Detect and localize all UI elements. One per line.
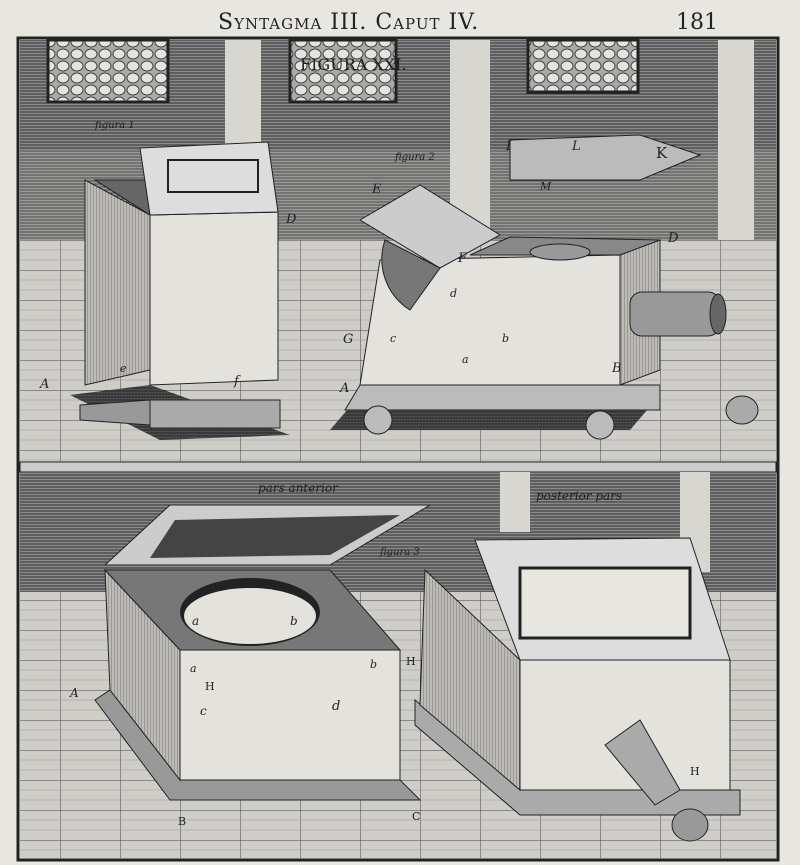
figure-1-box	[70, 141, 290, 440]
label: K	[656, 144, 668, 162]
running-head: Syntagma III. Caput IV.	[218, 10, 480, 35]
lower-panel: pars anterior posterior pars figura 3 a …	[20, 472, 776, 858]
figure-3-front-box	[94, 504, 432, 801]
label: d	[450, 287, 457, 300]
label: c	[200, 704, 207, 718]
label: B	[611, 361, 622, 376]
label: I	[505, 139, 512, 154]
label: b	[370, 658, 377, 671]
label: D	[285, 212, 297, 227]
page-header: Syntagma III. Caput IV. 181	[0, 6, 800, 38]
label: a	[192, 614, 199, 628]
label: figura 3	[379, 547, 420, 558]
label: M	[539, 180, 552, 193]
label: H	[406, 655, 416, 668]
label: H	[205, 680, 215, 693]
label: figura 1	[94, 120, 135, 131]
label: A	[39, 377, 49, 392]
page-number: 181	[676, 10, 718, 35]
label: F	[457, 251, 468, 266]
upper-panel: FIGURA XXI.	[20, 38, 776, 462]
label: a	[190, 662, 197, 675]
label: C	[412, 810, 420, 823]
label: d	[332, 699, 340, 714]
label: posterior pars	[536, 489, 622, 503]
figure-title: FIGURA XXI.	[300, 55, 407, 74]
label: e	[120, 362, 127, 375]
figure-3-rear-box	[414, 537, 741, 842]
label: f	[233, 374, 241, 389]
label: figura 2	[394, 152, 435, 163]
label: G	[343, 332, 353, 347]
label: b	[290, 614, 298, 628]
label: pars anterior	[258, 481, 339, 495]
label: a	[462, 353, 469, 366]
label: H	[690, 765, 700, 778]
label: b	[502, 332, 509, 345]
figure-2-box	[330, 134, 759, 440]
label: D	[667, 231, 679, 246]
label: c	[390, 332, 396, 345]
label: A	[339, 381, 349, 396]
label: L	[571, 139, 581, 154]
label: B	[178, 815, 186, 828]
label: A	[69, 686, 79, 700]
label: E	[371, 182, 382, 197]
